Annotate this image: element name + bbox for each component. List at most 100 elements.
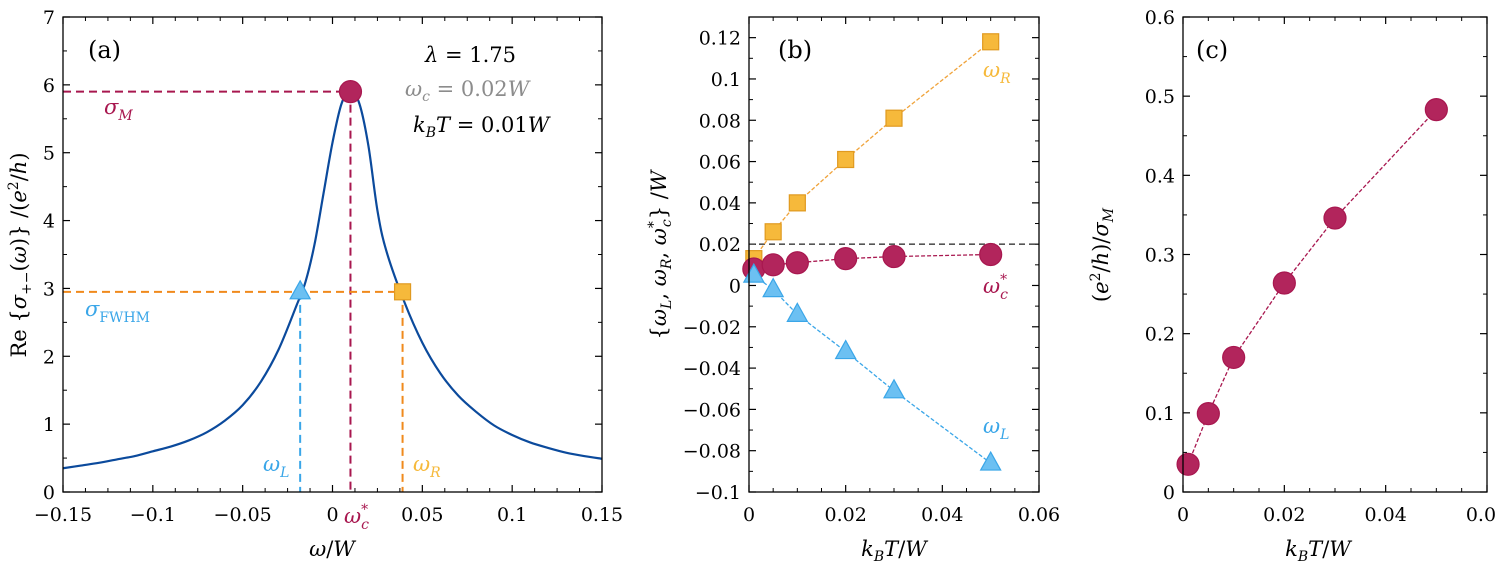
omega-l-point [979,450,1002,471]
x-tick-label: 0.02 [825,504,867,526]
conductivity-curve [62,89,603,470]
x-tick-label: 0 [326,504,338,526]
omega-r-point [982,33,1000,51]
omega-r-point [764,223,782,241]
panel-b-ticks: 0 0.02 0.04 0.06 −0.1 −0.08 −0.06 −0.04 −0.02 0 0.… [683,17,1060,526]
y-tick-label: 6 [43,75,55,97]
panel-c-xlabel: kBT/W [1285,537,1353,561]
y-tick-label: 0.1 [1145,403,1175,425]
x-tick-label: 0.04 [921,504,963,526]
y-tick-label: 0.2 [1145,324,1175,346]
y-tick-label: 0.02 [699,234,741,256]
y-tick-label: 0 [1163,482,1175,504]
omega-r-point [885,109,903,127]
x-tick-label: 0 [1177,504,1189,526]
y-tick-label: 0.08 [699,110,741,132]
panel-b-label: (b) [778,36,812,64]
x-tick-label: 0.02 [1263,504,1305,526]
panel-b-xlabel: kBT/W [861,537,929,561]
y-tick-label: 2 [43,346,55,368]
omega-l-label-a: ωL [263,452,289,481]
x-tick-label: 0.06 [1018,504,1060,526]
x-tick-label: 0.05 [401,504,443,526]
inverse-sigma-m-point [1424,98,1448,122]
omega-c-star-point [785,251,809,275]
y-tick-label: 0.6 [1145,7,1175,29]
inverse-sigma-m-point [1222,345,1246,370]
omega-l-point [882,378,906,399]
panel-c-data [1176,98,1448,476]
panel-a-ylabel: Re {σ+−(ω)} /(e2/h) [6,152,35,357]
panel-a-label: (a) [88,36,121,64]
omega-c-star-label-a: ω*c [344,502,369,533]
y-tick-label: 0 [729,275,741,297]
sigma-m-label: σM [104,95,133,124]
panel-b-ylabel: {ωL, ωR, ω*c} /W [646,168,675,339]
inverse-sigma-m-point [1323,206,1347,230]
y-tick-label: −0.04 [683,358,741,380]
panel-a-data [62,80,603,492]
y-tick-label: 4 [43,211,55,233]
inverse-sigma-m-point [1196,402,1220,426]
x-tick-label: 0.06 [1466,504,1495,526]
y-tick-label: 7 [43,7,55,29]
omega-c-star-point [882,244,906,269]
y-tick-label: 0.1 [711,69,741,91]
y-tick-label: 0 [43,482,55,504]
y-tick-label: −0.1 [695,482,741,504]
left-half-max-marker [289,279,312,300]
omega-r-point [788,194,806,212]
panel-a-frame [62,16,603,493]
y-tick-label: 0.12 [699,28,741,50]
inverse-sigma-m-series-line [1187,109,1437,465]
y-tick-label: −0.08 [683,441,741,463]
panel-b-frame [748,16,1040,493]
y-tick-label: 0.4 [1145,165,1175,187]
inverse-sigma-m-point [1272,271,1296,295]
y-tick-label: 5 [43,143,55,165]
omega-l-label-b: ωL [983,414,1009,443]
omega-c-star-series-line [753,253,991,270]
y-tick-label: 0.06 [699,152,741,174]
inverse-sigma-m-point [1176,452,1200,476]
panel-c-frame-rect [1182,16,1488,493]
panel-a-xlabel: ω/W [309,537,357,561]
x-tick-label: 0.04 [1365,504,1407,526]
x-tick-label: 0.15 [581,504,623,526]
x-tick-label: 0 [743,504,755,526]
right-half-max-marker [393,283,412,301]
panel-c-label: (c) [1196,36,1228,64]
omega-r-label-a: ωR [413,452,441,481]
y-tick-label: 3 [43,278,55,300]
x-tick-label: −0.15 [34,504,92,526]
y-tick-label: 0.5 [1145,86,1175,108]
y-tick-label: 0.04 [699,193,741,215]
omega-c-annotation: ωc = 0.02W [405,77,532,105]
omega-l-series-line [753,274,992,464]
panel-c: 0 0.02 0.04 0.06 0 0.1 0.2 0.3 0.4 0.5 0.6 (c) kBT… [1088,7,1495,561]
lambda-annotation: λ = 1.75 [424,43,516,67]
y-tick-label: 0.3 [1145,245,1175,267]
kbt-annotation: kBT = 0.01W [413,113,552,141]
omega-l-point [786,302,809,322]
y-tick-label: −0.06 [683,399,741,421]
omega-c-star-point [761,253,785,277]
omega-l-point [834,339,857,360]
omega-l-point [762,277,785,298]
y-tick-label: −0.02 [683,317,741,339]
panel-c-ticks: 0 0.02 0.04 0.06 0 0.1 0.2 0.3 0.4 0.5 0.6 [1145,7,1495,526]
x-tick-label: −0.1 [130,504,176,526]
x-tick-label: 0.1 [497,504,527,526]
omega-c-star-label-b: ω*c [983,272,1008,303]
panel-c-ylabel: (e2/h)/σM [1088,207,1117,302]
panel-b-data [742,33,1039,471]
omega-r-label-b: ωR [983,58,1011,87]
omega-r-point [837,150,855,169]
x-tick-label: −0.05 [214,504,272,526]
omega-r-series-line [753,41,992,260]
panel-b: 0 0.02 0.04 0.06 −0.1 −0.08 −0.06 −0.04 −0.02 0 0.… [646,16,1060,561]
omega-c-star-point [979,242,1003,267]
